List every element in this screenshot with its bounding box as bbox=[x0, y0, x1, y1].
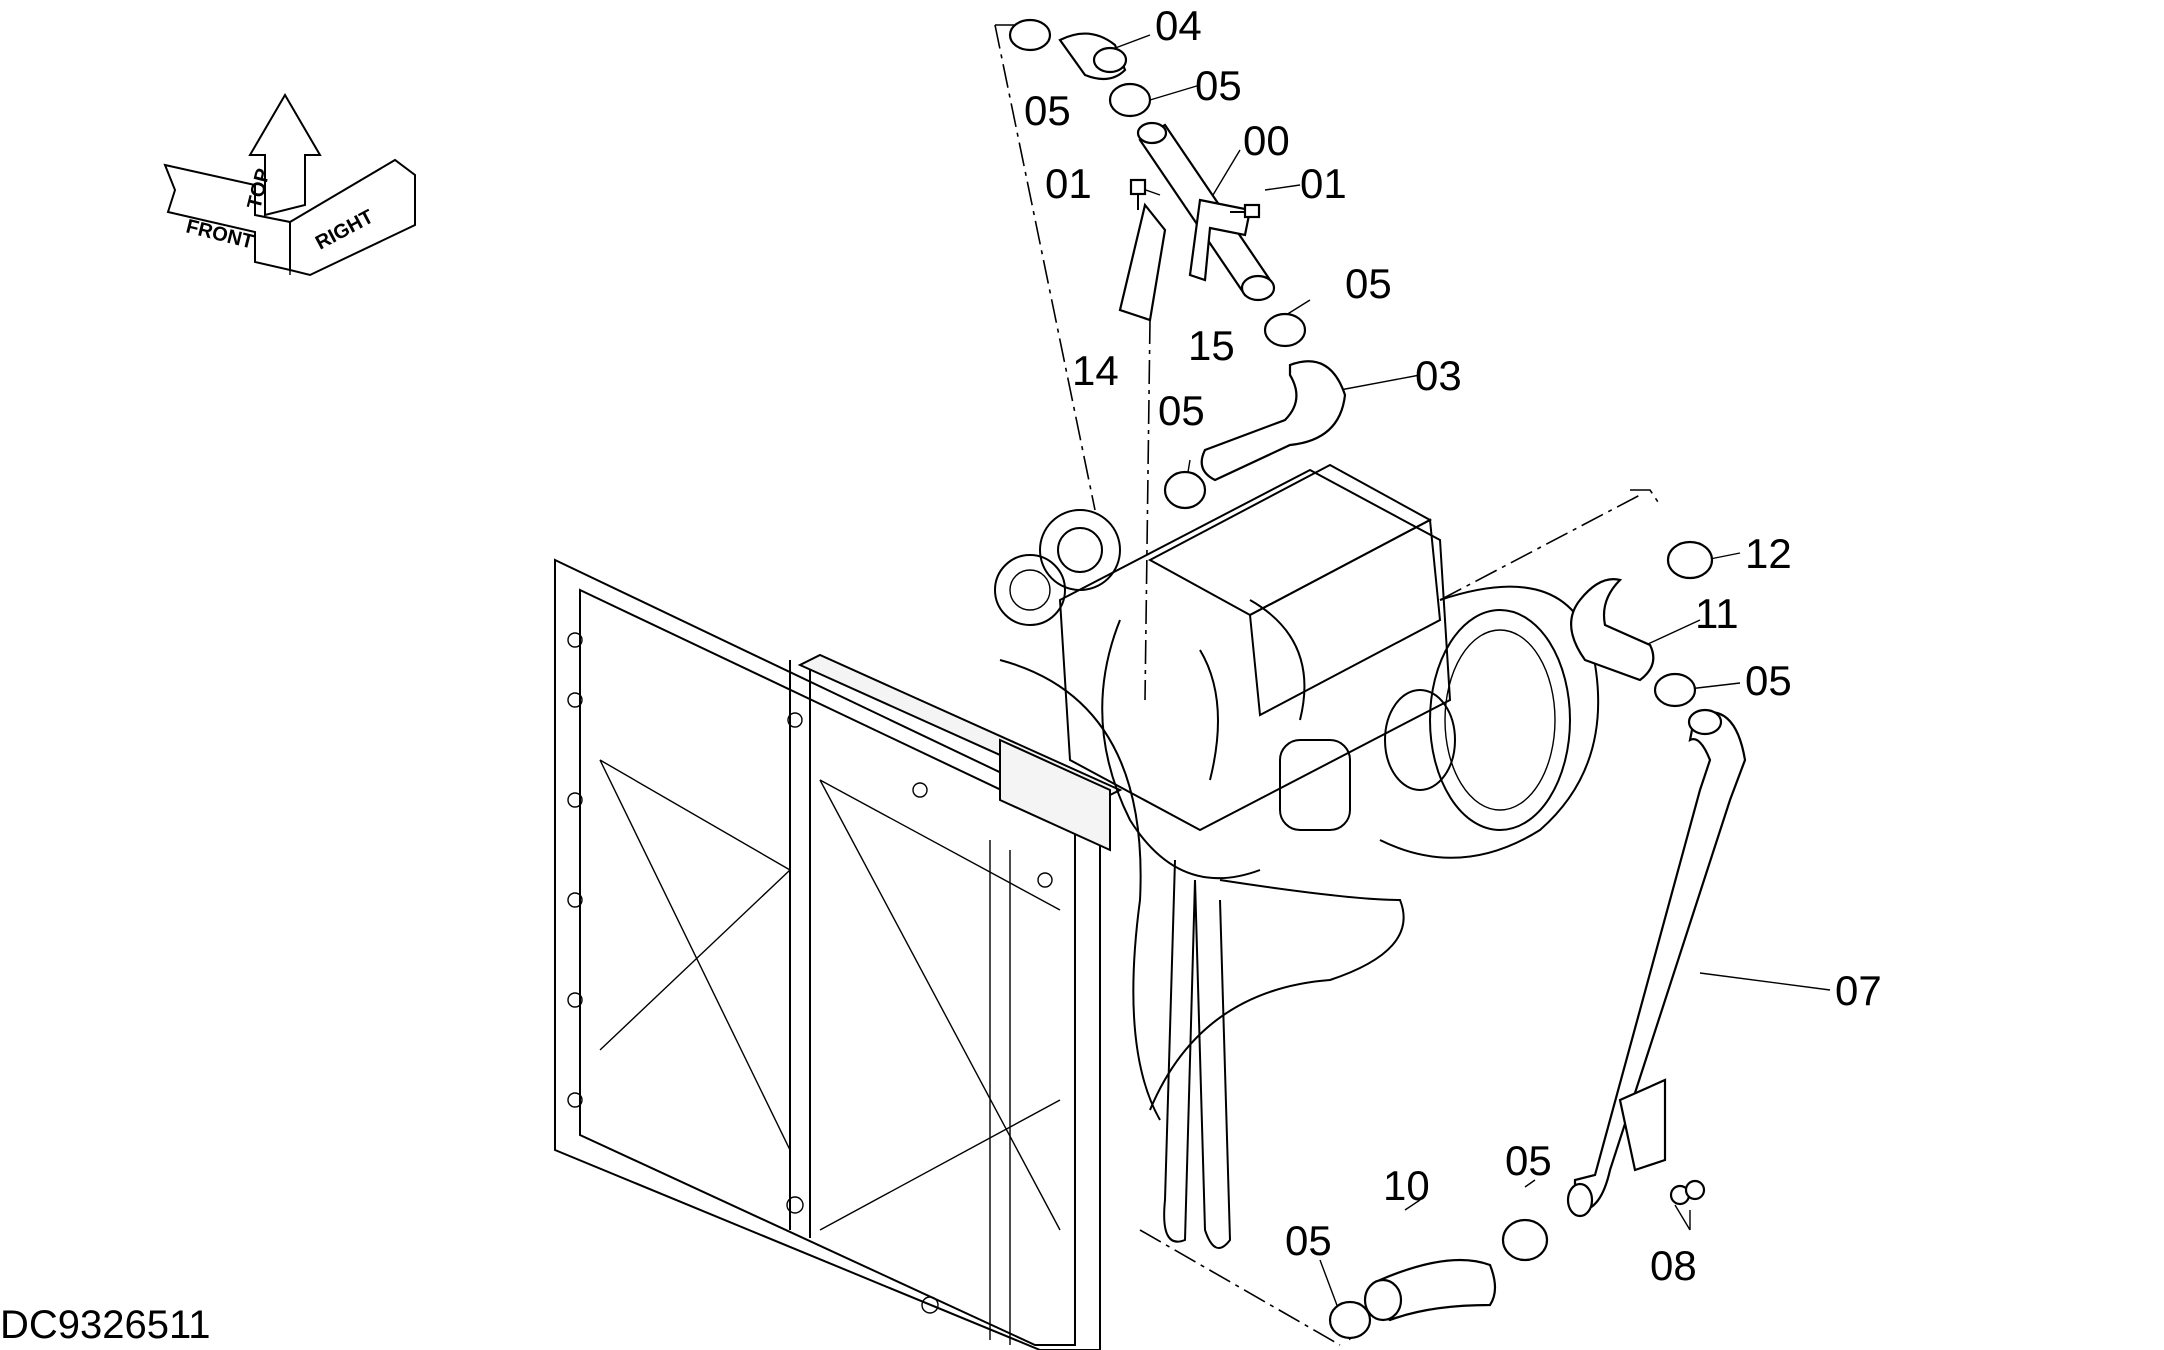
callout-12: 12 bbox=[1745, 530, 1792, 577]
document-id: DC9326511 bbox=[0, 1303, 211, 1347]
hose-03 bbox=[1200, 360, 1347, 482]
callout-10: 10 bbox=[1383, 1162, 1430, 1209]
hose-11 bbox=[1570, 578, 1655, 682]
clamp-05-bottom-right bbox=[1501, 1218, 1549, 1262]
callout-00: 00 bbox=[1243, 117, 1290, 164]
callout-05-bottom-right: 05 bbox=[1505, 1137, 1552, 1184]
engine-assembly bbox=[994, 463, 1600, 1249]
bolt-08 bbox=[1669, 1179, 1706, 1206]
clamp-05-bottom-left bbox=[1328, 1300, 1372, 1340]
clamp-05-mid bbox=[1263, 312, 1307, 348]
callout-05-clamp: 05 bbox=[1158, 387, 1205, 434]
front-arrow-shape bbox=[163, 163, 291, 272]
bolt-01-right bbox=[1230, 203, 1261, 219]
callout-14: 14 bbox=[1072, 347, 1119, 394]
callout-05-top: 05 bbox=[1195, 62, 1242, 109]
upper-hose-group bbox=[1008, 18, 1347, 510]
clamp-05-top-left bbox=[1008, 18, 1052, 52]
pipe-07 bbox=[1573, 710, 1747, 1212]
callout-05-top-left: 05 bbox=[1024, 87, 1071, 134]
leader-lines bbox=[994, 24, 1831, 1346]
callout-01-left: 01 bbox=[1045, 160, 1092, 207]
callout-labels: 04 05 05 00 01 01 05 15 14 03 05 12 11 0… bbox=[1024, 2, 1882, 1289]
front-label: FRONT bbox=[184, 216, 256, 254]
callout-04: 04 bbox=[1155, 2, 1202, 49]
callout-08: 08 bbox=[1650, 1242, 1697, 1289]
top-arrow-shape bbox=[248, 93, 322, 217]
top-label: TOP bbox=[244, 166, 275, 211]
callout-11: 11 bbox=[1695, 590, 1739, 637]
right-hose-group bbox=[1566, 540, 1747, 1218]
callout-07: 07 bbox=[1835, 967, 1882, 1014]
bolt-01-left bbox=[1129, 178, 1147, 210]
lower-hose-group bbox=[1328, 1218, 1549, 1340]
radiator-frame bbox=[554, 558, 1123, 1350]
clamp-12 bbox=[1666, 540, 1714, 580]
callout-05-mid: 05 bbox=[1345, 260, 1392, 307]
clamp-05-top bbox=[1108, 82, 1152, 118]
bracket-14 bbox=[1118, 202, 1167, 322]
callout-15: 15 bbox=[1188, 322, 1235, 369]
callout-01-right: 01 bbox=[1300, 160, 1347, 207]
callout-03: 03 bbox=[1415, 352, 1462, 399]
clamp-05-right bbox=[1653, 672, 1697, 708]
callout-05-bottom-left: 05 bbox=[1285, 1217, 1332, 1264]
clamp-05-turbo bbox=[1163, 470, 1207, 510]
orientation-compass-icon: FRONT TOP RIGHT bbox=[163, 93, 416, 277]
callout-05-right: 05 bbox=[1745, 657, 1792, 704]
